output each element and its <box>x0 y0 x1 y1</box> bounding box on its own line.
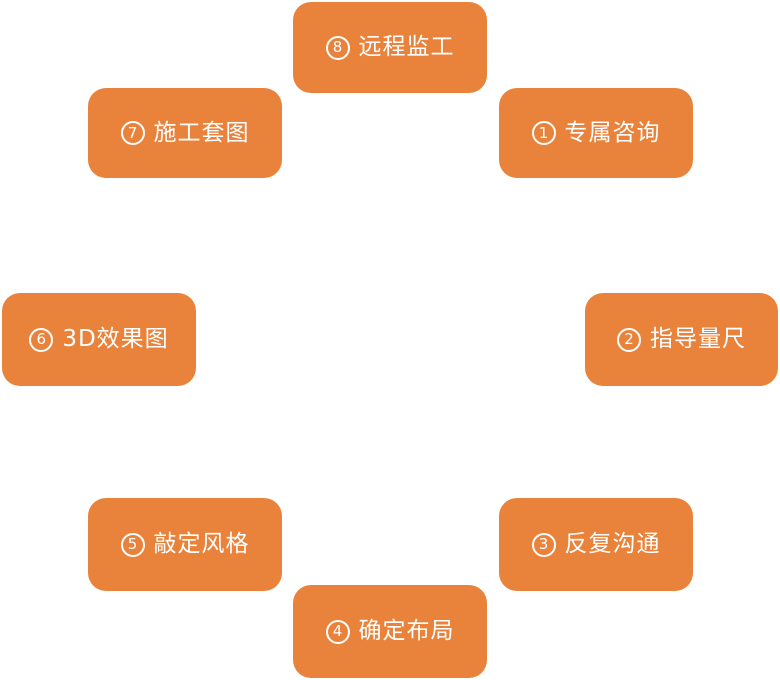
step-5-number-badge: 5 <box>120 532 145 557</box>
step-card-3: 3 反复沟通 <box>499 498 693 591</box>
step-card-6: 6 3D效果图 <box>2 293 196 386</box>
step-1-number-badge: 1 <box>531 121 556 145</box>
step-2-label: 指导量尺 <box>650 326 746 352</box>
step-card-4: 4 确定布局 <box>293 585 487 678</box>
step-6-label: 3D效果图 <box>62 326 169 352</box>
step-card-1: 1 专属咨询 <box>499 88 693 178</box>
step-7-label: 施工套图 <box>153 119 250 146</box>
step-3-label: 反复沟通 <box>564 531 661 557</box>
step-3-number-badge: 3 <box>531 532 556 557</box>
step-7-number-badge: 7 <box>120 121 145 145</box>
step-4-label: 确定布局 <box>358 618 455 644</box>
step-1-label: 专属咨询 <box>564 119 661 146</box>
step-8-label: 远程监工 <box>358 34 455 60</box>
step-card-8: 8 远程监工 <box>293 2 487 93</box>
step-card-5: 5 敲定风格 <box>88 498 282 591</box>
step-4-number-badge: 4 <box>325 619 350 644</box>
step-2-number-badge: 2 <box>617 327 641 352</box>
step-card-7: 7 施工套图 <box>88 88 282 178</box>
step-card-2: 2 指导量尺 <box>585 293 778 386</box>
step-5-label: 敲定风格 <box>153 531 250 557</box>
step-8-number-badge: 8 <box>325 35 350 60</box>
step-6-number-badge: 6 <box>29 327 54 352</box>
